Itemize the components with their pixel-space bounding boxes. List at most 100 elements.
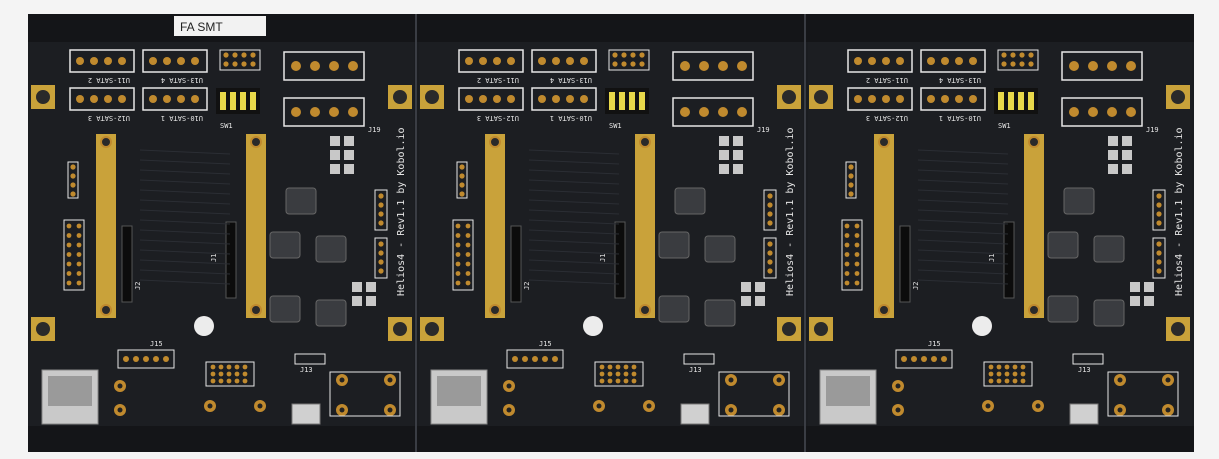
j12-header — [63, 219, 85, 291]
sata-power-header — [458, 49, 524, 73]
header-pin — [465, 223, 471, 229]
pcb-trace — [139, 259, 231, 265]
header-pin — [599, 364, 605, 370]
through-hole — [339, 377, 345, 383]
inductor — [704, 235, 736, 263]
sata-label: U10-SATA 1 — [939, 114, 981, 122]
header-pin — [1156, 220, 1162, 226]
j9-header — [456, 161, 468, 199]
j1-connector — [225, 221, 237, 299]
header-pin — [507, 57, 515, 65]
sata-label: U13-SATA 4 — [161, 76, 203, 84]
header-pin — [465, 252, 471, 257]
header-pin — [941, 57, 949, 65]
header-pin — [767, 268, 773, 274]
header-pin — [210, 378, 216, 384]
smd-capacitor — [719, 150, 729, 160]
bar-hole — [250, 304, 262, 316]
header-pin — [76, 280, 82, 286]
pcb-trace — [139, 249, 231, 255]
heatsink-bar-right — [1024, 134, 1044, 318]
mounting-hole — [782, 322, 796, 336]
sw1-label: SW1 — [220, 122, 233, 130]
pcb-trace — [528, 259, 620, 265]
header-pin — [378, 220, 384, 226]
header-pin — [226, 364, 232, 370]
header-pin — [118, 95, 126, 103]
header-pin — [1012, 364, 1018, 370]
header-pin — [607, 378, 613, 384]
header-pin — [1156, 193, 1162, 199]
mounting-hole — [425, 90, 439, 104]
header-pin — [507, 95, 515, 103]
header-pin — [133, 356, 139, 362]
through-hole — [776, 377, 782, 383]
j1-label: J1 — [599, 254, 607, 262]
header-pin — [639, 52, 645, 58]
header-pin — [615, 378, 621, 384]
header-pin — [223, 61, 229, 67]
through-hole — [1035, 403, 1041, 409]
header-pin — [607, 371, 613, 377]
j14-header — [283, 51, 365, 81]
j17-header — [763, 189, 777, 231]
smd-capacitor — [1122, 164, 1132, 174]
header-pin — [844, 223, 850, 229]
through-hole — [506, 383, 512, 389]
header-pin — [465, 95, 473, 103]
header-pin — [996, 364, 1002, 370]
j15-label: J15 — [539, 340, 552, 348]
header-pin — [66, 242, 72, 248]
j2-label: J2 — [523, 282, 531, 290]
pcb-trace — [917, 149, 1009, 155]
pcb-trace — [139, 159, 231, 165]
pcb-trace — [917, 249, 1009, 255]
j12-header — [841, 219, 863, 291]
dip-toggle — [1008, 92, 1014, 110]
header-pin — [882, 95, 890, 103]
header-pin — [76, 233, 82, 238]
pcb-trace — [528, 169, 620, 175]
j13-header — [294, 353, 326, 365]
sata-label: U13-SATA 4 — [939, 76, 981, 84]
j15-label: J15 — [150, 340, 163, 348]
smd-capacitor — [366, 296, 376, 306]
smd-capacitor — [755, 296, 765, 306]
mounting-hole — [1171, 90, 1185, 104]
header-pin — [232, 61, 238, 67]
header-pin — [512, 356, 518, 362]
sd-card-slot-inner — [437, 376, 481, 406]
bar-hole — [100, 304, 112, 316]
pcb-trace — [528, 199, 620, 205]
smd-capacitor — [330, 150, 340, 160]
header-pin — [123, 356, 129, 362]
gpio-header — [983, 361, 1033, 387]
j18-right-header — [1152, 237, 1166, 279]
header-pin — [455, 280, 461, 286]
header-pin — [767, 220, 773, 226]
sata-label: U11-SATA 2 — [866, 76, 908, 84]
smd-capacitor — [733, 150, 743, 160]
sata-power-header — [847, 87, 913, 111]
header-pin — [153, 356, 159, 362]
pcb-trace — [528, 179, 620, 185]
pcb-trace — [917, 259, 1009, 265]
header-pin — [580, 57, 588, 65]
header-pin — [378, 259, 384, 265]
header-pin — [223, 52, 229, 58]
header-pin — [996, 378, 1002, 384]
j18-right-header — [763, 237, 777, 279]
header-pin — [1019, 52, 1025, 58]
j2-connector — [899, 225, 911, 303]
header-pin — [1069, 61, 1079, 71]
header-pin — [378, 268, 384, 274]
header-pin — [465, 280, 471, 286]
pcb-trace — [528, 239, 620, 245]
header-pin — [566, 95, 574, 103]
inductor — [1093, 299, 1125, 327]
j18-header — [219, 49, 261, 71]
header-pin — [234, 364, 240, 370]
header-pin — [378, 241, 384, 247]
header-pin — [1126, 107, 1136, 117]
